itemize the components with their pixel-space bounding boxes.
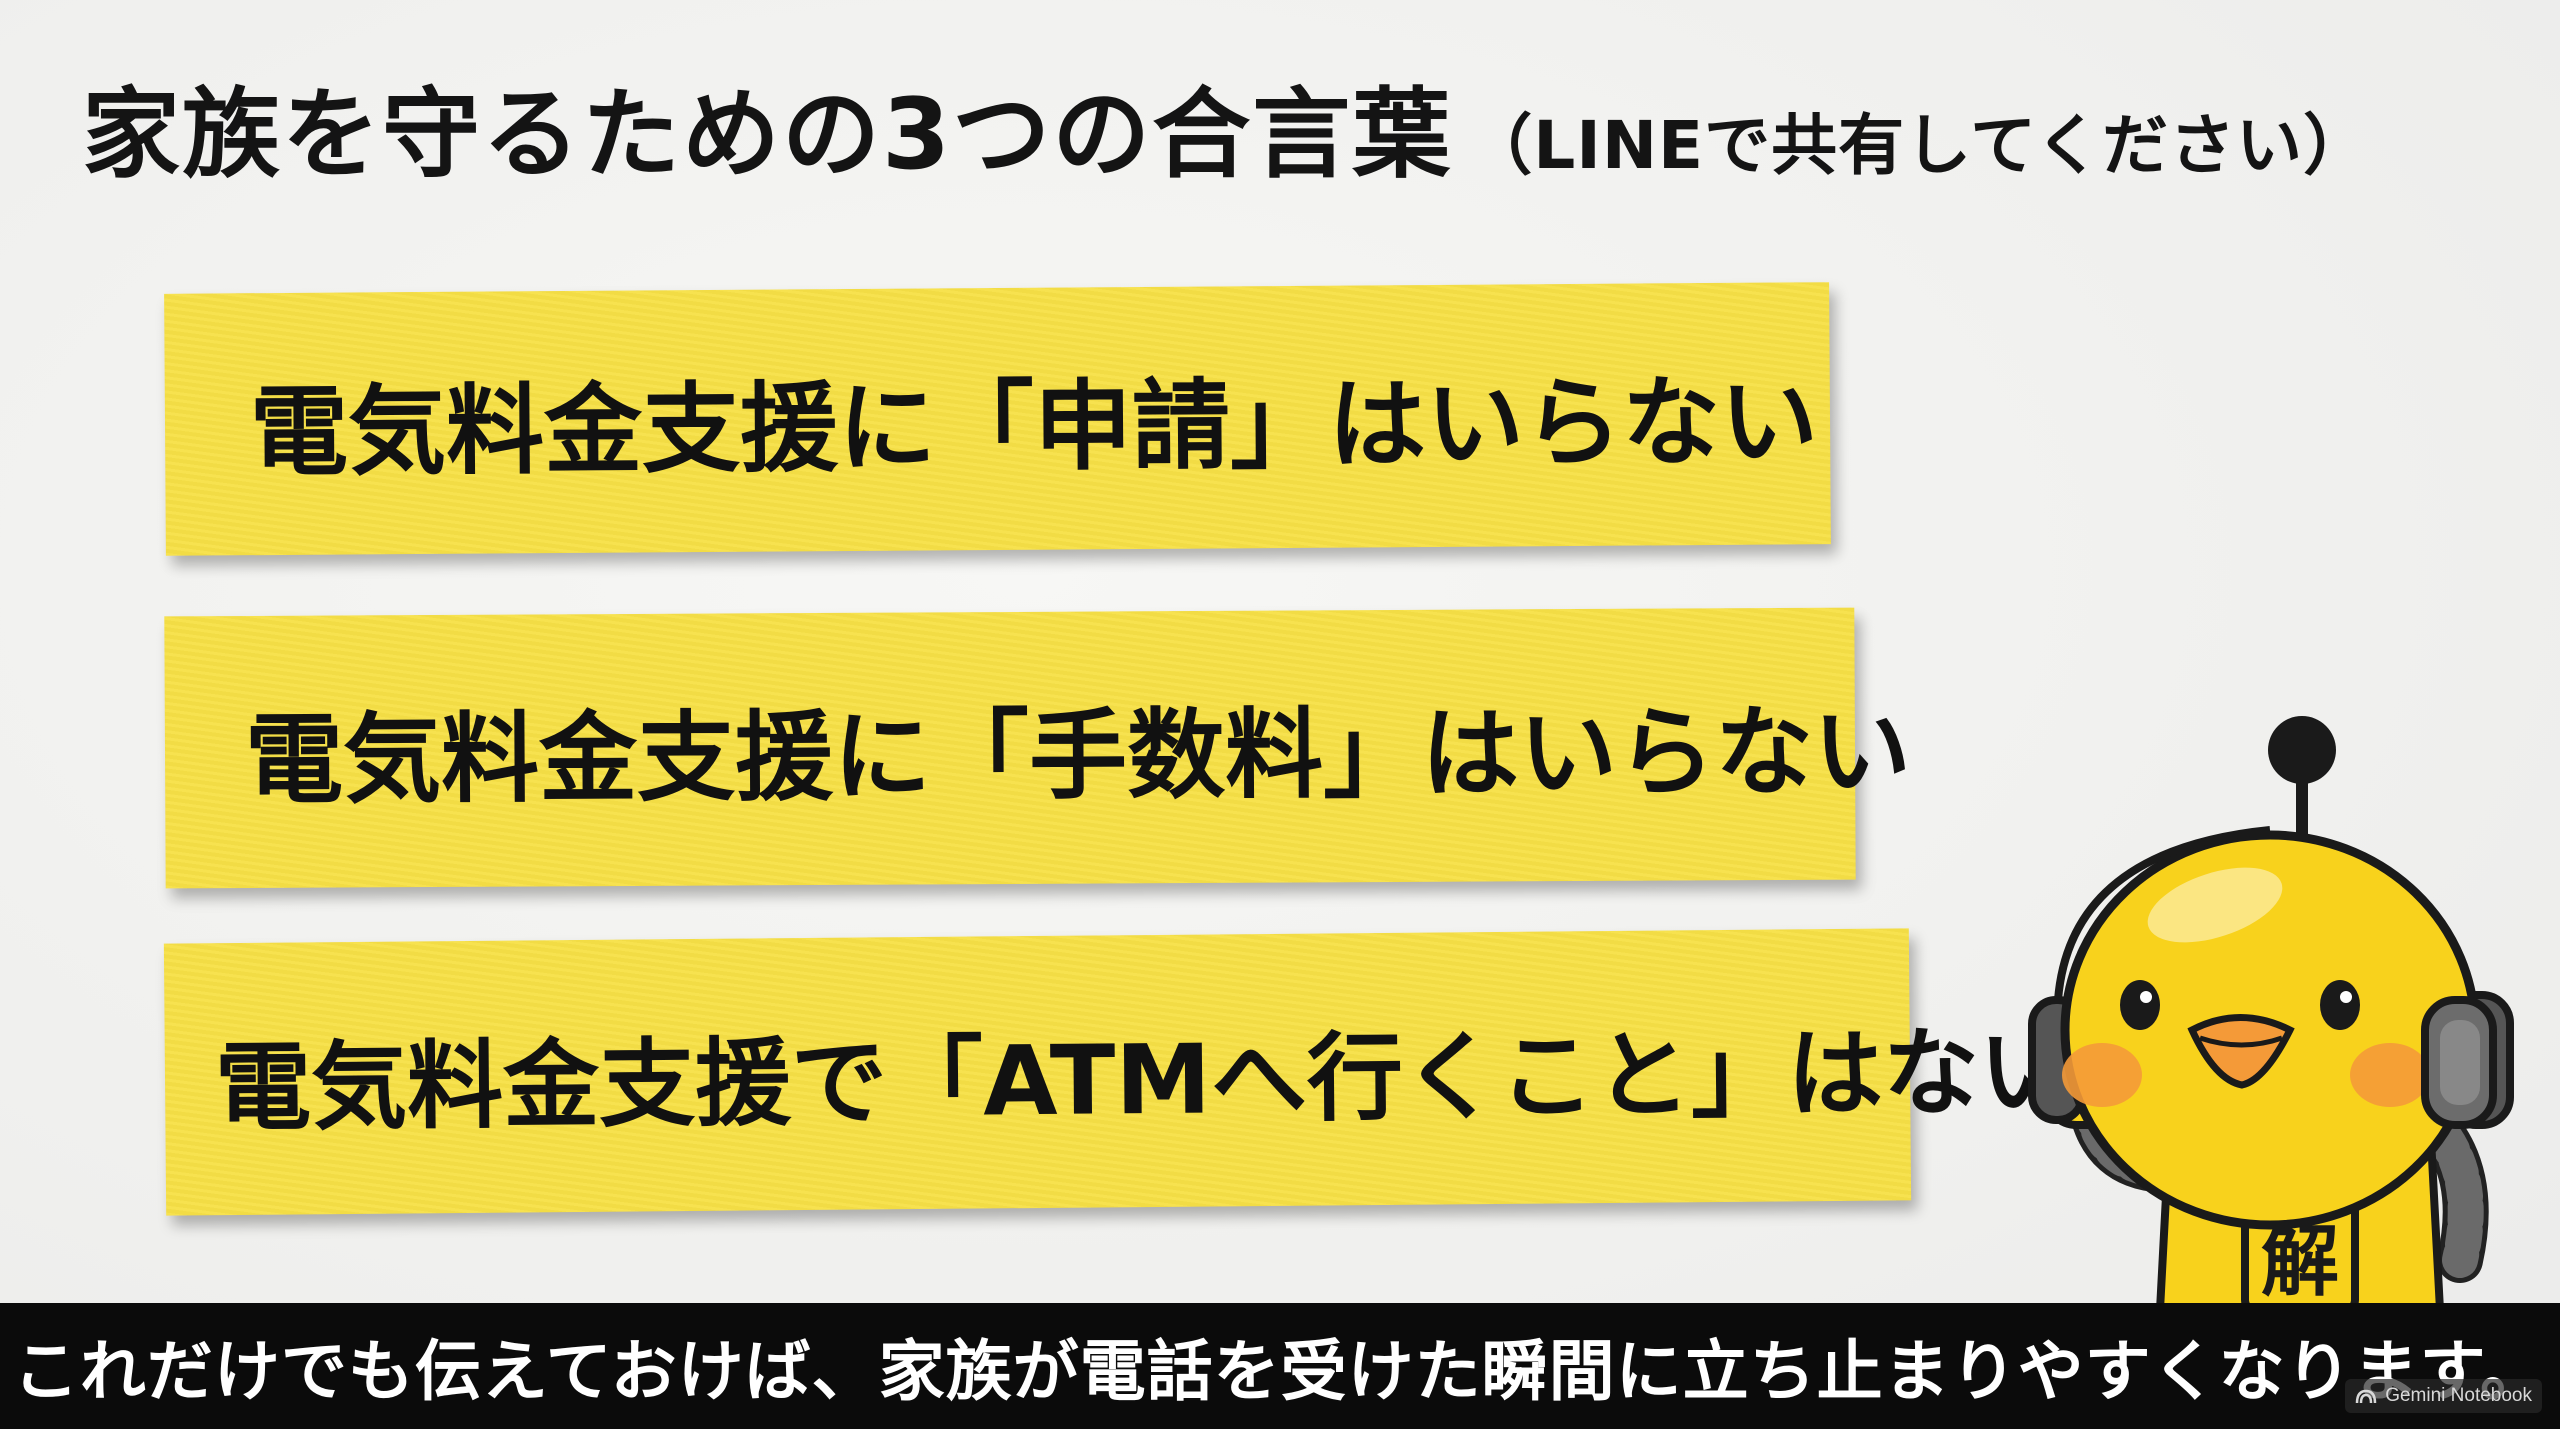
sticky-note-2-text: 電気料金支援に「手数料」はいらない <box>244 695 1912 819</box>
sticky-note-3: 電気料金支援で「ATMへ行くこと」はない <box>163 928 2075 1216</box>
sticky-note-1: 電気料金支援に「申請」はいらない <box>164 282 1831 556</box>
caption-text: これだけでも伝えておけば、家族が電話を受けた瞬間に立ち止まりやすくなります。 <box>12 1333 2548 1410</box>
title-note-text: （LINEで共有してください） <box>1466 107 2371 184</box>
slide-title: 家族を守るための3つの合言葉 （LINEで共有してください） <box>82 55 2502 192</box>
mascot-badge-text: 解 <box>2261 1217 2339 1307</box>
title-main-text: 家族を守るための3つの合言葉 <box>82 78 1453 192</box>
sticky-note-3-text: 電気料金支援で「ATMへ行くこと」はない <box>214 1015 2076 1144</box>
notebook-logo-icon <box>2355 1389 2377 1404</box>
sticky-note-1-text: 電気料金支援に「申請」はいらない <box>249 365 1819 491</box>
watermark-label: Gemini Notebook <box>2385 1385 2532 1406</box>
sticky-note-2: 電気料金支援に「手数料」はいらない <box>164 607 1911 889</box>
chick-robot-mascot-icon: 解 <box>2028 716 2514 1310</box>
caption-bar <box>0 1303 2560 1429</box>
watermark-badge: Gemini Notebook <box>2345 1379 2542 1413</box>
